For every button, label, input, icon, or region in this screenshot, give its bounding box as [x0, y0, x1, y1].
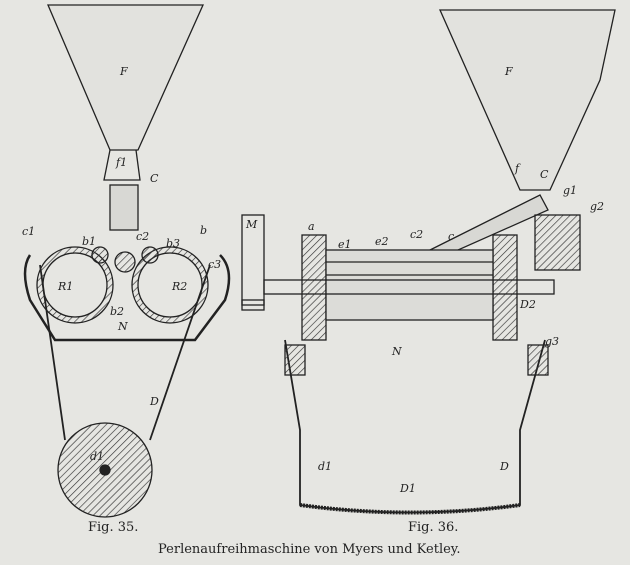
label-c3: c3: [208, 258, 221, 271]
label-D1: D1: [399, 482, 416, 495]
label-C: C: [150, 172, 159, 185]
label-c: c: [448, 230, 454, 243]
fig36-base-left: [284, 344, 306, 376]
label-D: D: [499, 460, 509, 473]
fig35-small-roller-a: [114, 251, 136, 273]
label-g2: g2: [590, 200, 604, 213]
label-R2: R2: [171, 280, 187, 293]
fig36-chute: [428, 194, 549, 259]
fig35-drawing: [23, 4, 231, 518]
fig36-part-labels: F f C g1 g2 g3 a M e1 e2 c2 c D2 N d1 D1…: [245, 65, 604, 495]
fig35-small-roller-c: [141, 246, 159, 264]
fig35-nozzle: [109, 184, 139, 231]
figure-caption: Perlenaufreihmaschine von Myers und Ketl…: [158, 542, 461, 557]
label-e2: e2: [375, 235, 389, 248]
label-b3: b3: [166, 237, 180, 250]
fig36-frame-right: [492, 234, 518, 341]
label-b2: b2: [110, 305, 124, 318]
fig35-label: Fig. 35.: [88, 520, 139, 535]
fig35-hopper: [47, 4, 205, 151]
fig35-part-labels: F f1 C c1 c2 b1 b2 b3 c3 b R1 R2 N D d1: [22, 65, 221, 463]
label-f1: f1: [115, 156, 127, 169]
fig36-bottom-chain: [299, 503, 521, 515]
fig35-belt: [39, 264, 211, 441]
label-N: N: [117, 320, 128, 333]
label-b: b: [200, 224, 207, 237]
fig35-small-roller-b: [91, 246, 109, 264]
label-c1: c1: [22, 225, 35, 238]
label-g3: g3: [545, 335, 559, 348]
fig36-frame-left: [301, 234, 327, 341]
label-b1: b1: [82, 235, 96, 248]
fig35-funnel-neck: [103, 149, 141, 181]
label-N: N: [391, 345, 402, 358]
fig35-casing: [23, 254, 231, 342]
fig36-label: Fig. 36.: [408, 520, 459, 535]
label-e1: e1: [338, 238, 352, 251]
fig36-drawing: [241, 9, 616, 515]
label-g1: g1: [563, 184, 577, 197]
label-f: f: [514, 162, 521, 175]
label-c2: c2: [410, 228, 423, 241]
label-D: D: [149, 395, 159, 408]
label-D2: D2: [519, 298, 536, 311]
fig36-base-right: [527, 344, 549, 376]
fig36-hopper: [438, 9, 616, 191]
fig36-bracket: [534, 214, 581, 271]
label-a: a: [308, 220, 315, 233]
label-C: C: [540, 168, 549, 181]
label-F: F: [119, 65, 128, 78]
fig36-shaft: [263, 279, 555, 295]
label-d1: d1: [318, 460, 332, 473]
fig36-roller: [325, 249, 494, 321]
label-c2: c2: [136, 230, 149, 243]
fig36-handle-M: [241, 214, 265, 306]
label-R1: R1: [57, 280, 73, 293]
label-F: F: [504, 65, 513, 78]
label-d1: d1: [90, 450, 104, 463]
label-M: M: [245, 218, 258, 231]
